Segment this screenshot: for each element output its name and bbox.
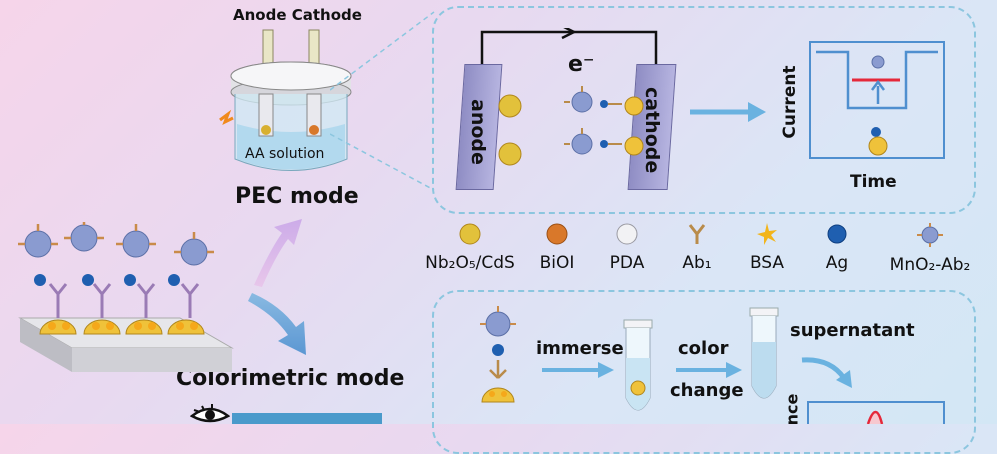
legend: Nb₂O₅/CdS BiOI PDA Ab₁ BSA Ag MnO₂-Ab₂ [420, 222, 990, 286]
legend-label: Ag [825, 253, 849, 273]
anode-cathode-label: Anode Cathode [233, 6, 362, 24]
legend-item-nb2o5: Nb₂O₅/CdS [420, 222, 520, 273]
color-label: color [678, 338, 729, 359]
test-tube-immersed [623, 319, 653, 411]
to-graph-arrow [690, 102, 766, 122]
pec-mode-label: PEC mode [235, 184, 359, 209]
supernatant-label: supernatant [790, 320, 915, 341]
mode-arrows [248, 219, 306, 355]
ag-icon [827, 224, 847, 244]
anode-label: anode [467, 99, 489, 165]
eye-icon [190, 404, 230, 423]
electrode-substrate-illustration [18, 222, 234, 372]
nb2o5-cds-icon [459, 223, 481, 245]
legend-item-pda: PDA [602, 222, 652, 273]
legend-item-bioi: BiOI [532, 222, 582, 273]
aa-solution-label: AA solution [245, 146, 325, 162]
pec-panel [432, 6, 976, 214]
absorbance-graph [807, 401, 945, 424]
ab1-antibody-icon [688, 224, 706, 244]
colorimetric-sandwich-illustration [480, 306, 516, 403]
immerse-arrow [542, 362, 614, 378]
panel-connectors [330, 11, 435, 191]
legend-label: BSA [749, 253, 785, 273]
current-axis-label: Current [780, 65, 800, 139]
pec-nanoparticles [498, 86, 644, 166]
legend-item-bsa: BSA [742, 222, 792, 273]
legend-label: PDA [609, 253, 645, 273]
pda-icon [616, 223, 638, 245]
bsa-star-icon [757, 223, 777, 245]
test-tube-supernatant [749, 307, 779, 399]
legend-item-mno2: MnO₂-Ab₂ [880, 222, 980, 275]
to-spectrum-arrow [801, 357, 852, 388]
bioi-icon [546, 223, 568, 245]
legend-label: BiOI [539, 253, 575, 273]
pec-cell-illustration [219, 29, 352, 171]
mno2-ab2-icon [917, 223, 943, 247]
change-label: change [670, 380, 744, 401]
legend-label: Ab₁ [682, 253, 712, 273]
color-change-arrow [676, 362, 742, 378]
legend-item-ab1: Ab₁ [672, 222, 722, 273]
circuit-wire [480, 28, 658, 66]
immerse-label: immerse [536, 338, 624, 359]
legend-item-ag: Ag [812, 222, 862, 273]
time-axis-label: Time [850, 172, 897, 192]
electron-label: e⁻ [568, 52, 595, 77]
bottom-bar [232, 413, 382, 424]
legend-label: Nb₂O₅/CdS [425, 253, 515, 273]
legend-label: MnO₂-Ab₂ [889, 255, 971, 275]
current-time-graph [809, 41, 945, 159]
